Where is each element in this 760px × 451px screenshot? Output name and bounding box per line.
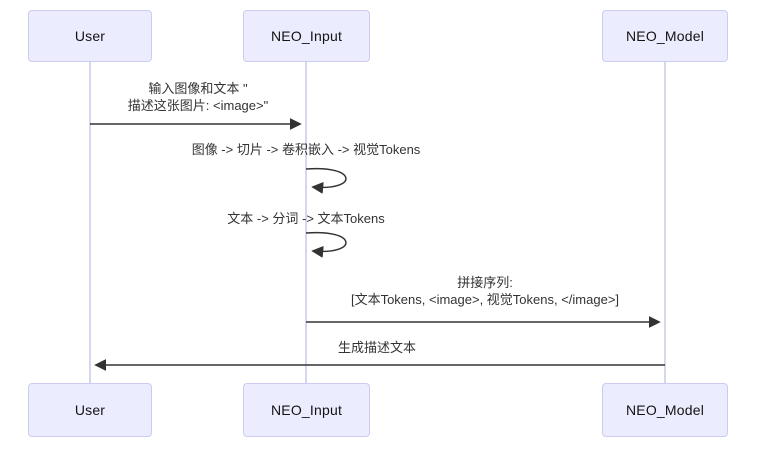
- actor-top-neo-input: NEO_Input: [243, 10, 370, 62]
- actor-bottom-neo-model: NEO_Model: [602, 383, 728, 437]
- message-line: 描述这张图片: <image>": [127, 98, 269, 113]
- self-loop-visual-tokens: [305, 167, 347, 194]
- message-line: 输入图像和文本 ": [148, 81, 248, 96]
- self-loop-text-tokens: [305, 231, 347, 258]
- actor-label: NEO_Model: [625, 28, 705, 44]
- actor-label: User: [74, 402, 106, 418]
- message-line: 文本 -> 分词 -> 文本Tokens: [227, 211, 385, 226]
- message-line: 拼接序列:: [457, 275, 513, 290]
- message-line: 生成描述文本: [337, 340, 416, 355]
- message-label-input-image-text: 输入图像和文本 " 描述这张图片: <image>": [88, 80, 308, 114]
- actor-bottom-user: User: [28, 383, 152, 437]
- message-line: 图像 -> 切片 -> 卷积嵌入 -> 视觉Tokens: [191, 142, 421, 157]
- message-label-text-pipeline: 文本 -> 分词 -> 文本Tokens: [156, 210, 456, 227]
- actor-label: NEO_Model: [625, 402, 705, 418]
- message-label-concat-sequence: 拼接序列: [文本Tokens, <image>, 视觉Tokens, </im…: [305, 274, 665, 308]
- actor-label: NEO_Input: [270, 402, 343, 418]
- message-line: [文本Tokens, <image>, 视觉Tokens, </image>]: [350, 292, 620, 307]
- actor-label: User: [74, 28, 106, 44]
- message-label-image-pipeline: 图像 -> 切片 -> 卷积嵌入 -> 视觉Tokens: [156, 141, 456, 158]
- actor-label: NEO_Input: [270, 28, 343, 44]
- message-label-generate-description: 生成描述文本: [227, 339, 527, 356]
- actor-top-neo-model: NEO_Model: [602, 10, 728, 62]
- actor-bottom-neo-input: NEO_Input: [243, 383, 370, 437]
- actor-top-user: User: [28, 10, 152, 62]
